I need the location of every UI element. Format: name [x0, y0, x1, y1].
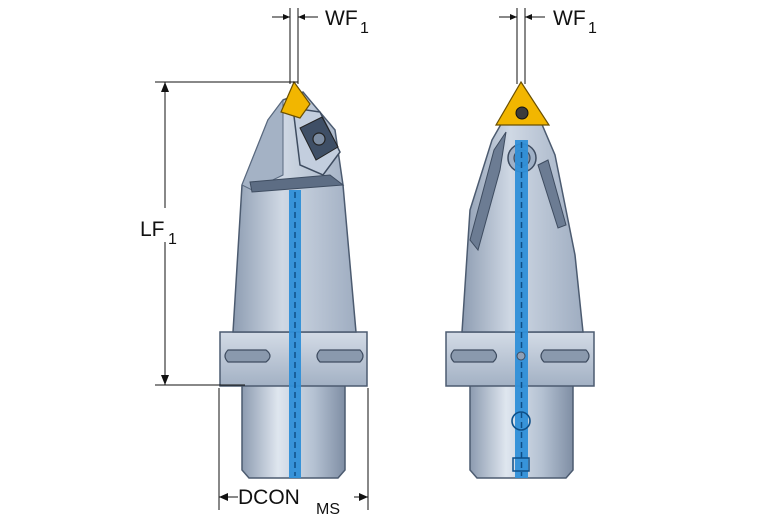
right-port-square	[512, 457, 530, 472]
right-flange-slot-left	[450, 349, 498, 363]
dcon-dimension: DCON MS	[218, 388, 369, 518]
right-insert-screw	[515, 106, 529, 120]
lf-label: LF	[140, 218, 165, 241]
left-flange-slot-right	[316, 349, 364, 363]
left-wf-label: WF	[325, 7, 358, 30]
left-wf-dimension: WF 1	[272, 7, 369, 84]
right-body-strut-right	[537, 159, 567, 229]
left-clamp-screw	[312, 132, 326, 146]
right-port-small	[516, 351, 526, 361]
dcon-subscript: MS	[316, 501, 340, 518]
lf-subscript: 1	[168, 231, 177, 248]
left-cutting-insert	[280, 80, 311, 119]
left-body-facet	[241, 98, 284, 191]
right-wf-dimension: WF 1	[499, 7, 597, 84]
right-port-large	[511, 411, 531, 431]
right-cutting-insert	[494, 80, 551, 126]
left-wf-subscript: 1	[360, 20, 369, 37]
right-flange-slot-right	[540, 349, 590, 363]
left-flange-slot-left	[224, 349, 271, 363]
left-head-band	[249, 174, 345, 193]
right-wf-subscript: 1	[588, 20, 597, 37]
dcon-label: DCON	[238, 486, 300, 509]
right-wf-label: WF	[553, 7, 586, 30]
right-coolant-channel	[515, 140, 528, 478]
left-tool-holder	[219, 80, 368, 479]
right-body-strut-left	[469, 131, 507, 252]
right-tool-holder	[445, 80, 595, 479]
lf-dimension: LF 1	[137, 81, 298, 386]
